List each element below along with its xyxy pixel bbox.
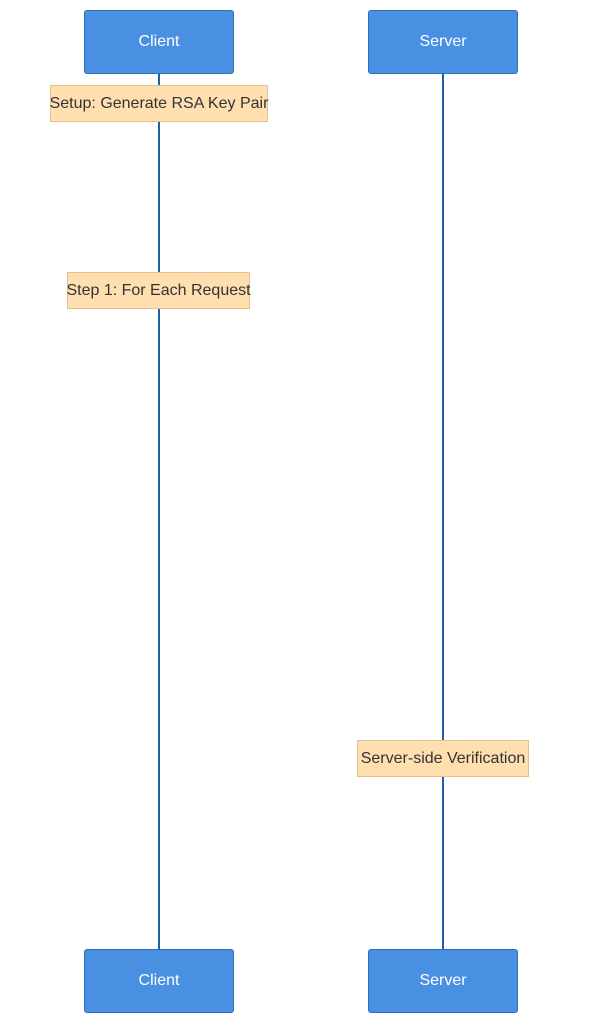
server-actor-bottom: Server	[368, 949, 518, 1013]
server-actor-top-label: Server	[419, 33, 467, 50]
client-actor-top: Client	[84, 10, 234, 74]
client-actor-top-label: Client	[138, 33, 180, 50]
server-actor-top: Server	[368, 10, 518, 74]
client-actor-bottom: Client	[84, 949, 234, 1013]
client-lifeline	[158, 74, 160, 949]
setup-note-text: Setup: Generate RSA Key Pair	[49, 94, 269, 112]
client-actor-bottom-label: Client	[138, 972, 180, 989]
server-verification-note-text: Server-side Verification	[360, 749, 526, 767]
step1-note: Step 1: For Each Request	[66, 272, 251, 309]
server-verification-note: Server-side Verification	[357, 740, 529, 777]
step1-note-text: Step 1: For Each Request	[66, 281, 251, 299]
server-lifeline	[442, 74, 444, 949]
setup-note: Setup: Generate RSA Key Pair	[50, 85, 268, 122]
server-actor-bottom-label: Server	[419, 972, 467, 989]
